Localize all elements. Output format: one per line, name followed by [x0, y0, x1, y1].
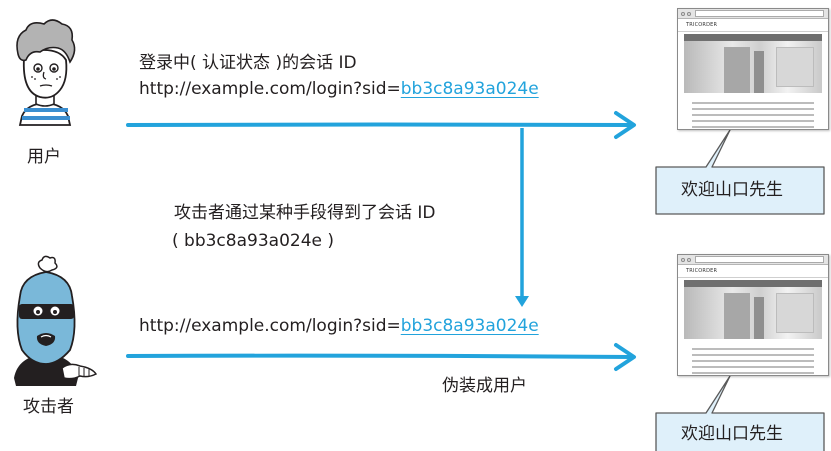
- impersonate-caption: 伪装成用户: [442, 376, 527, 396]
- top-welcome-bubble: [655, 129, 825, 215]
- forward-icon[interactable]: [687, 257, 691, 262]
- top-window-toolbar: [678, 9, 828, 19]
- user-label: 用户: [27, 147, 61, 167]
- attacker-request-arrow: [126, 343, 636, 371]
- bottom-site-logo: TRICORDER: [686, 268, 718, 274]
- user-request-url: http://example.com/login?sid=bb3c8a93a02…: [139, 81, 539, 98]
- user-session-id-link[interactable]: bb3c8a93a024e: [400, 79, 539, 99]
- attacker-label: 攻击者: [23, 397, 74, 417]
- top-site-header: TRICORDER: [678, 19, 828, 32]
- bottom-site-body-text: [678, 339, 828, 374]
- attacker-url-prefix: http://example.com/login?sid=: [139, 316, 401, 336]
- top-website-window: TRICORDER: [677, 8, 829, 130]
- bottom-site-nav[interactable]: [684, 280, 822, 287]
- bottom-window-toolbar: [678, 255, 828, 265]
- top-site-hero-image: [684, 41, 822, 93]
- top-site-body-text: [678, 93, 828, 128]
- user-figure: [16, 19, 76, 126]
- address-bar[interactable]: [695, 256, 824, 263]
- attack-caption-line1: 攻击者通过某种手段得到了会话 ID: [174, 203, 436, 223]
- user-request-arrow: [126, 111, 636, 139]
- address-bar[interactable]: [695, 10, 824, 17]
- attacker-session-id-link[interactable]: bb3c8a93a024e: [400, 316, 539, 336]
- bottom-welcome-bubble: [655, 375, 825, 451]
- user-url-prefix: http://example.com/login?sid=: [139, 79, 401, 99]
- attack-caption-line2: ( bb3c8a93a024e ): [172, 231, 335, 251]
- back-icon[interactable]: [681, 257, 685, 262]
- back-icon[interactable]: [681, 11, 685, 16]
- session-leak-arrow: [515, 128, 529, 307]
- session-caption: 登录中( 认证状态 )的会话 ID: [139, 53, 357, 73]
- top-welcome-text: 欢迎山口先生: [681, 180, 783, 200]
- top-site-nav[interactable]: [684, 34, 822, 41]
- bottom-site-hero-image: [684, 287, 822, 339]
- bottom-welcome-text: 欢迎山口先生: [681, 424, 783, 444]
- forward-icon[interactable]: [687, 11, 691, 16]
- attacker-request-url: http://example.com/login?sid=bb3c8a93a02…: [139, 318, 539, 335]
- bottom-site-header: TRICORDER: [678, 265, 828, 278]
- bottom-website-window: TRICORDER: [677, 254, 829, 376]
- attacker-figure: [14, 255, 98, 386]
- top-site-logo: TRICORDER: [686, 22, 718, 28]
